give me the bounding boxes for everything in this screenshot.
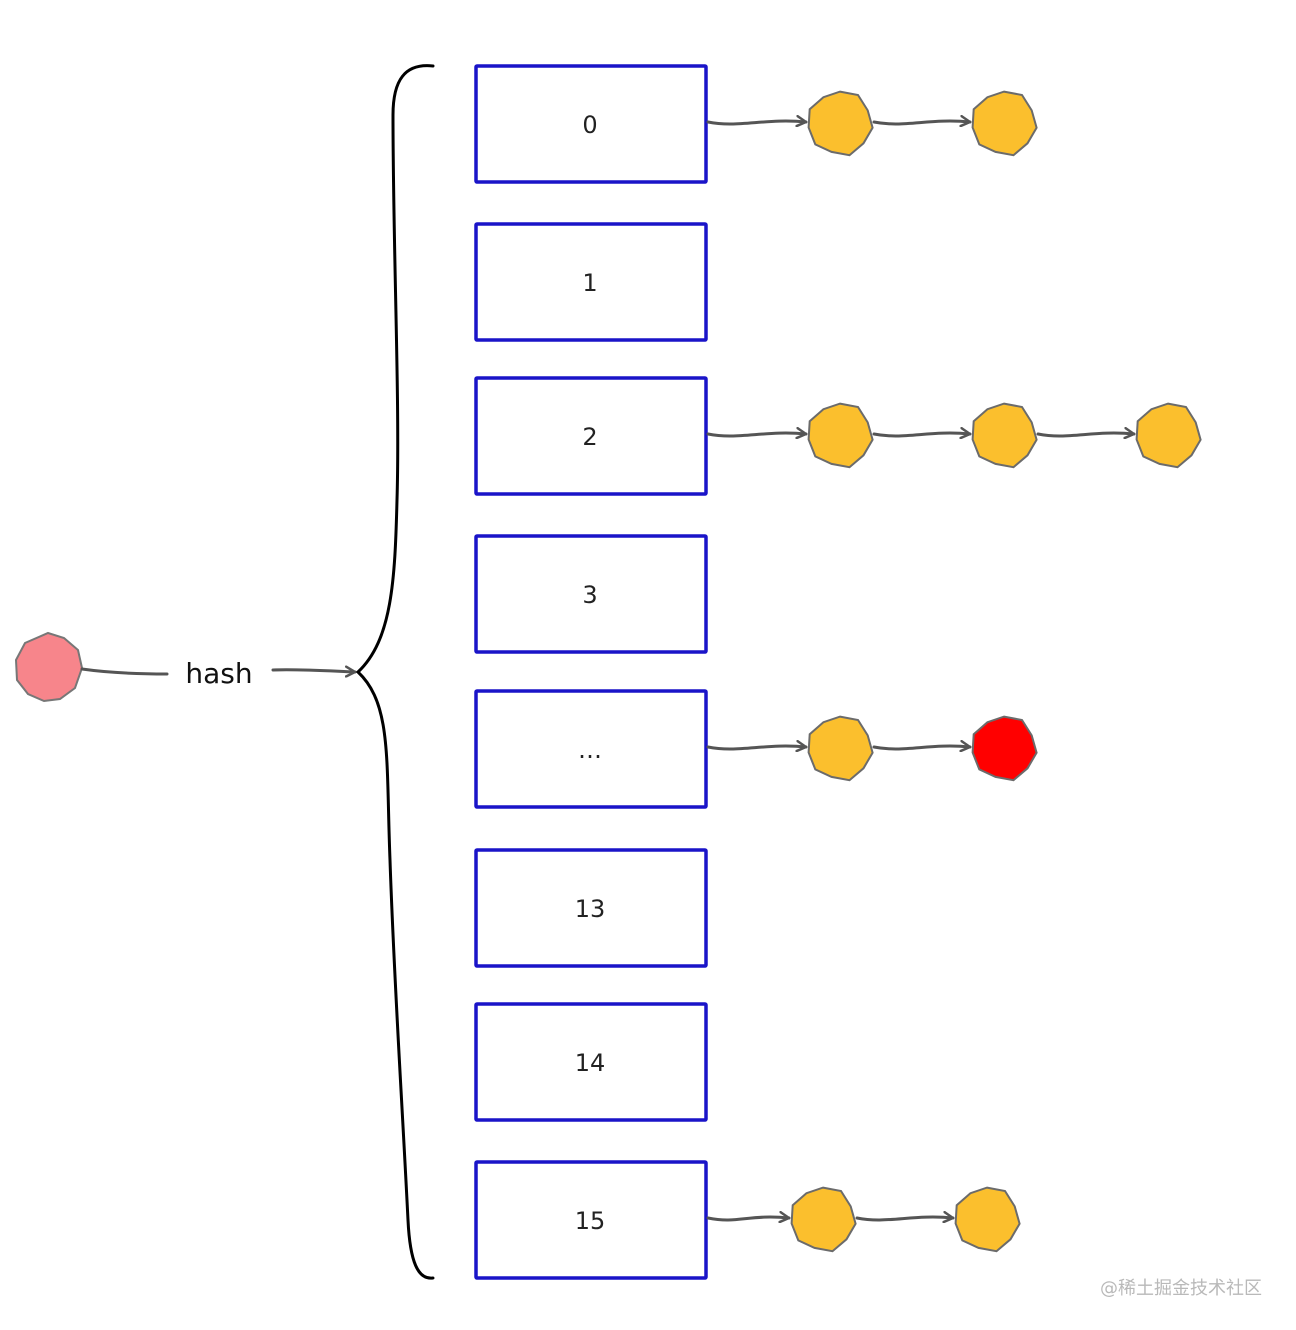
bucket-box-4 <box>474 689 708 809</box>
bucket-label-2: 2 <box>582 423 597 451</box>
chain-arrow <box>706 1217 791 1220</box>
bucket-box-1 <box>474 222 708 342</box>
chain-node <box>1135 402 1202 469</box>
bucket-brace <box>355 64 435 1280</box>
bucket-label-0: 0 <box>582 111 597 139</box>
bucket-box-3 <box>474 534 708 654</box>
chain-node <box>807 90 874 157</box>
bucket-label-5: 13 <box>575 895 606 923</box>
bucket-box-0 <box>474 64 708 184</box>
chain-node <box>971 90 1038 157</box>
bucket-box-7 <box>474 1160 708 1280</box>
bucket-label-3: 3 <box>582 581 597 609</box>
bucket-box-6 <box>474 1002 708 1122</box>
buckets-layer: 0 1 2 3 … 13 14 15 <box>474 64 708 1280</box>
chain-node <box>971 402 1038 469</box>
chain-arrow <box>872 121 972 124</box>
hash-label: hash <box>185 657 252 690</box>
chains-layer <box>706 90 1202 1253</box>
chain-node <box>807 402 874 469</box>
chain-node <box>954 1186 1021 1253</box>
bucket-label-1: 1 <box>582 269 597 297</box>
bucket-label-4: … <box>578 736 602 764</box>
chain-arrow <box>706 433 808 436</box>
chain-node <box>790 1186 857 1253</box>
chain-arrow <box>872 433 972 436</box>
bucket-label-6: 14 <box>575 1049 606 1077</box>
watermark: @稀土掘金技术社区 <box>1100 1278 1262 1299</box>
chain-arrow <box>855 1217 955 1220</box>
chain-arrow <box>706 121 808 124</box>
chain-arrow <box>872 746 972 749</box>
bucket-box-2 <box>474 376 708 496</box>
source-connector <box>80 667 169 676</box>
bucket-label-7: 15 <box>575 1207 606 1235</box>
source-node <box>14 631 84 703</box>
chain-node <box>807 715 874 782</box>
chain-arrow <box>1036 433 1136 436</box>
bucket-box-5 <box>474 848 708 968</box>
hash-arrow <box>271 670 357 672</box>
chain-arrow <box>706 746 808 749</box>
chain-node-highlighted <box>971 715 1038 782</box>
